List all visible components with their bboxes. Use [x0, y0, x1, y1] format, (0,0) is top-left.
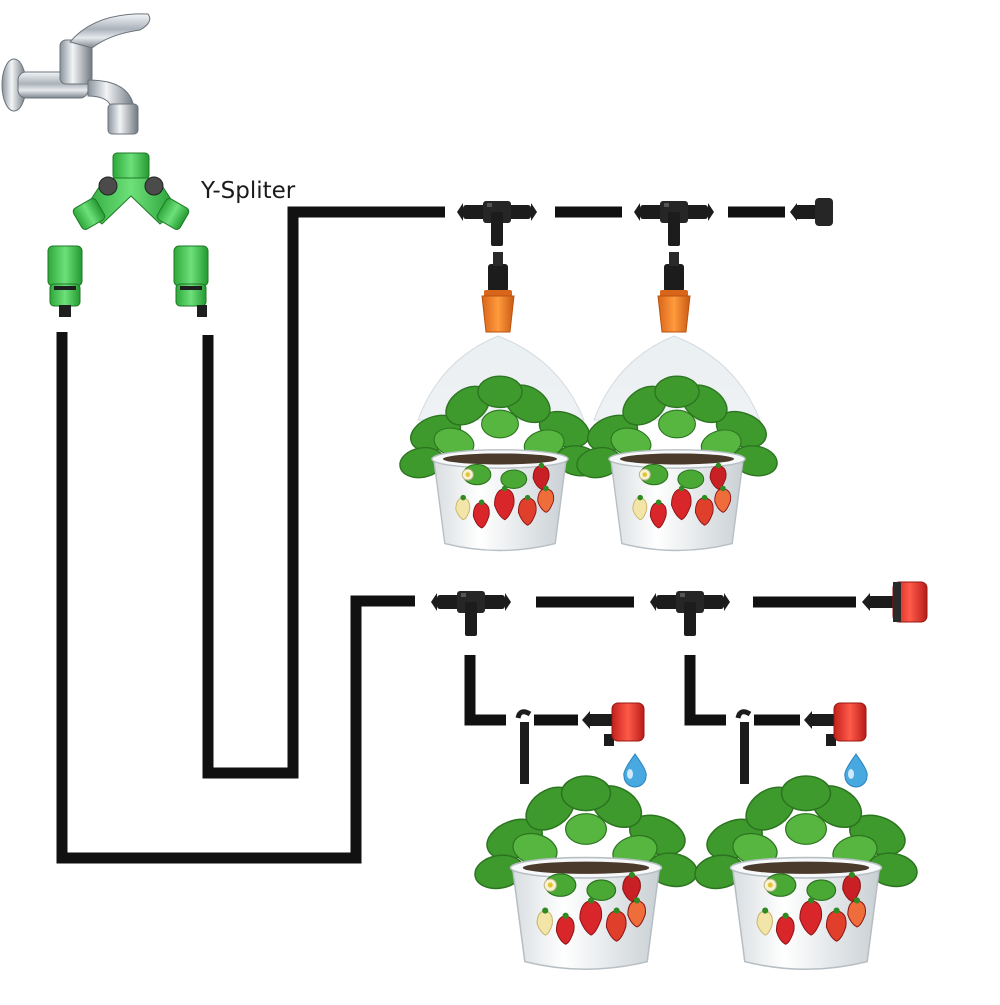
tubing	[56, 206, 856, 864]
faucet-icon	[1, 13, 151, 135]
drip-stake-2	[735, 709, 752, 784]
tube-drop-1	[464, 655, 506, 726]
strawberry-pot-4	[691, 775, 921, 971]
water-drop-icon	[844, 753, 868, 788]
mist-nozzle-2	[657, 252, 691, 333]
drip-emitter-end	[862, 581, 928, 623]
tee-connector-lower-2	[650, 591, 730, 636]
water-drop-icon	[623, 753, 647, 788]
y-splitter	[47, 152, 209, 317]
drip-emitter-1	[582, 702, 645, 746]
drip-stake-1	[515, 709, 532, 784]
strawberry-pot-3	[471, 775, 701, 971]
tee-connector-upper-2	[634, 201, 714, 246]
quick-connector-left	[47, 245, 83, 317]
tee-connector-upper-1	[457, 201, 537, 246]
tube-upper-feed	[202, 206, 445, 779]
y-splitter-label: Y-Spliter	[201, 178, 296, 204]
mist-nozzle-1	[481, 252, 515, 333]
quick-connector-right	[173, 245, 209, 317]
drip-emitter-2	[804, 702, 867, 746]
tube-lower-feed	[56, 332, 415, 864]
tee-connector-lower-1	[431, 591, 511, 636]
end-plug-upper	[790, 198, 833, 226]
tube-drop-2	[684, 655, 726, 726]
